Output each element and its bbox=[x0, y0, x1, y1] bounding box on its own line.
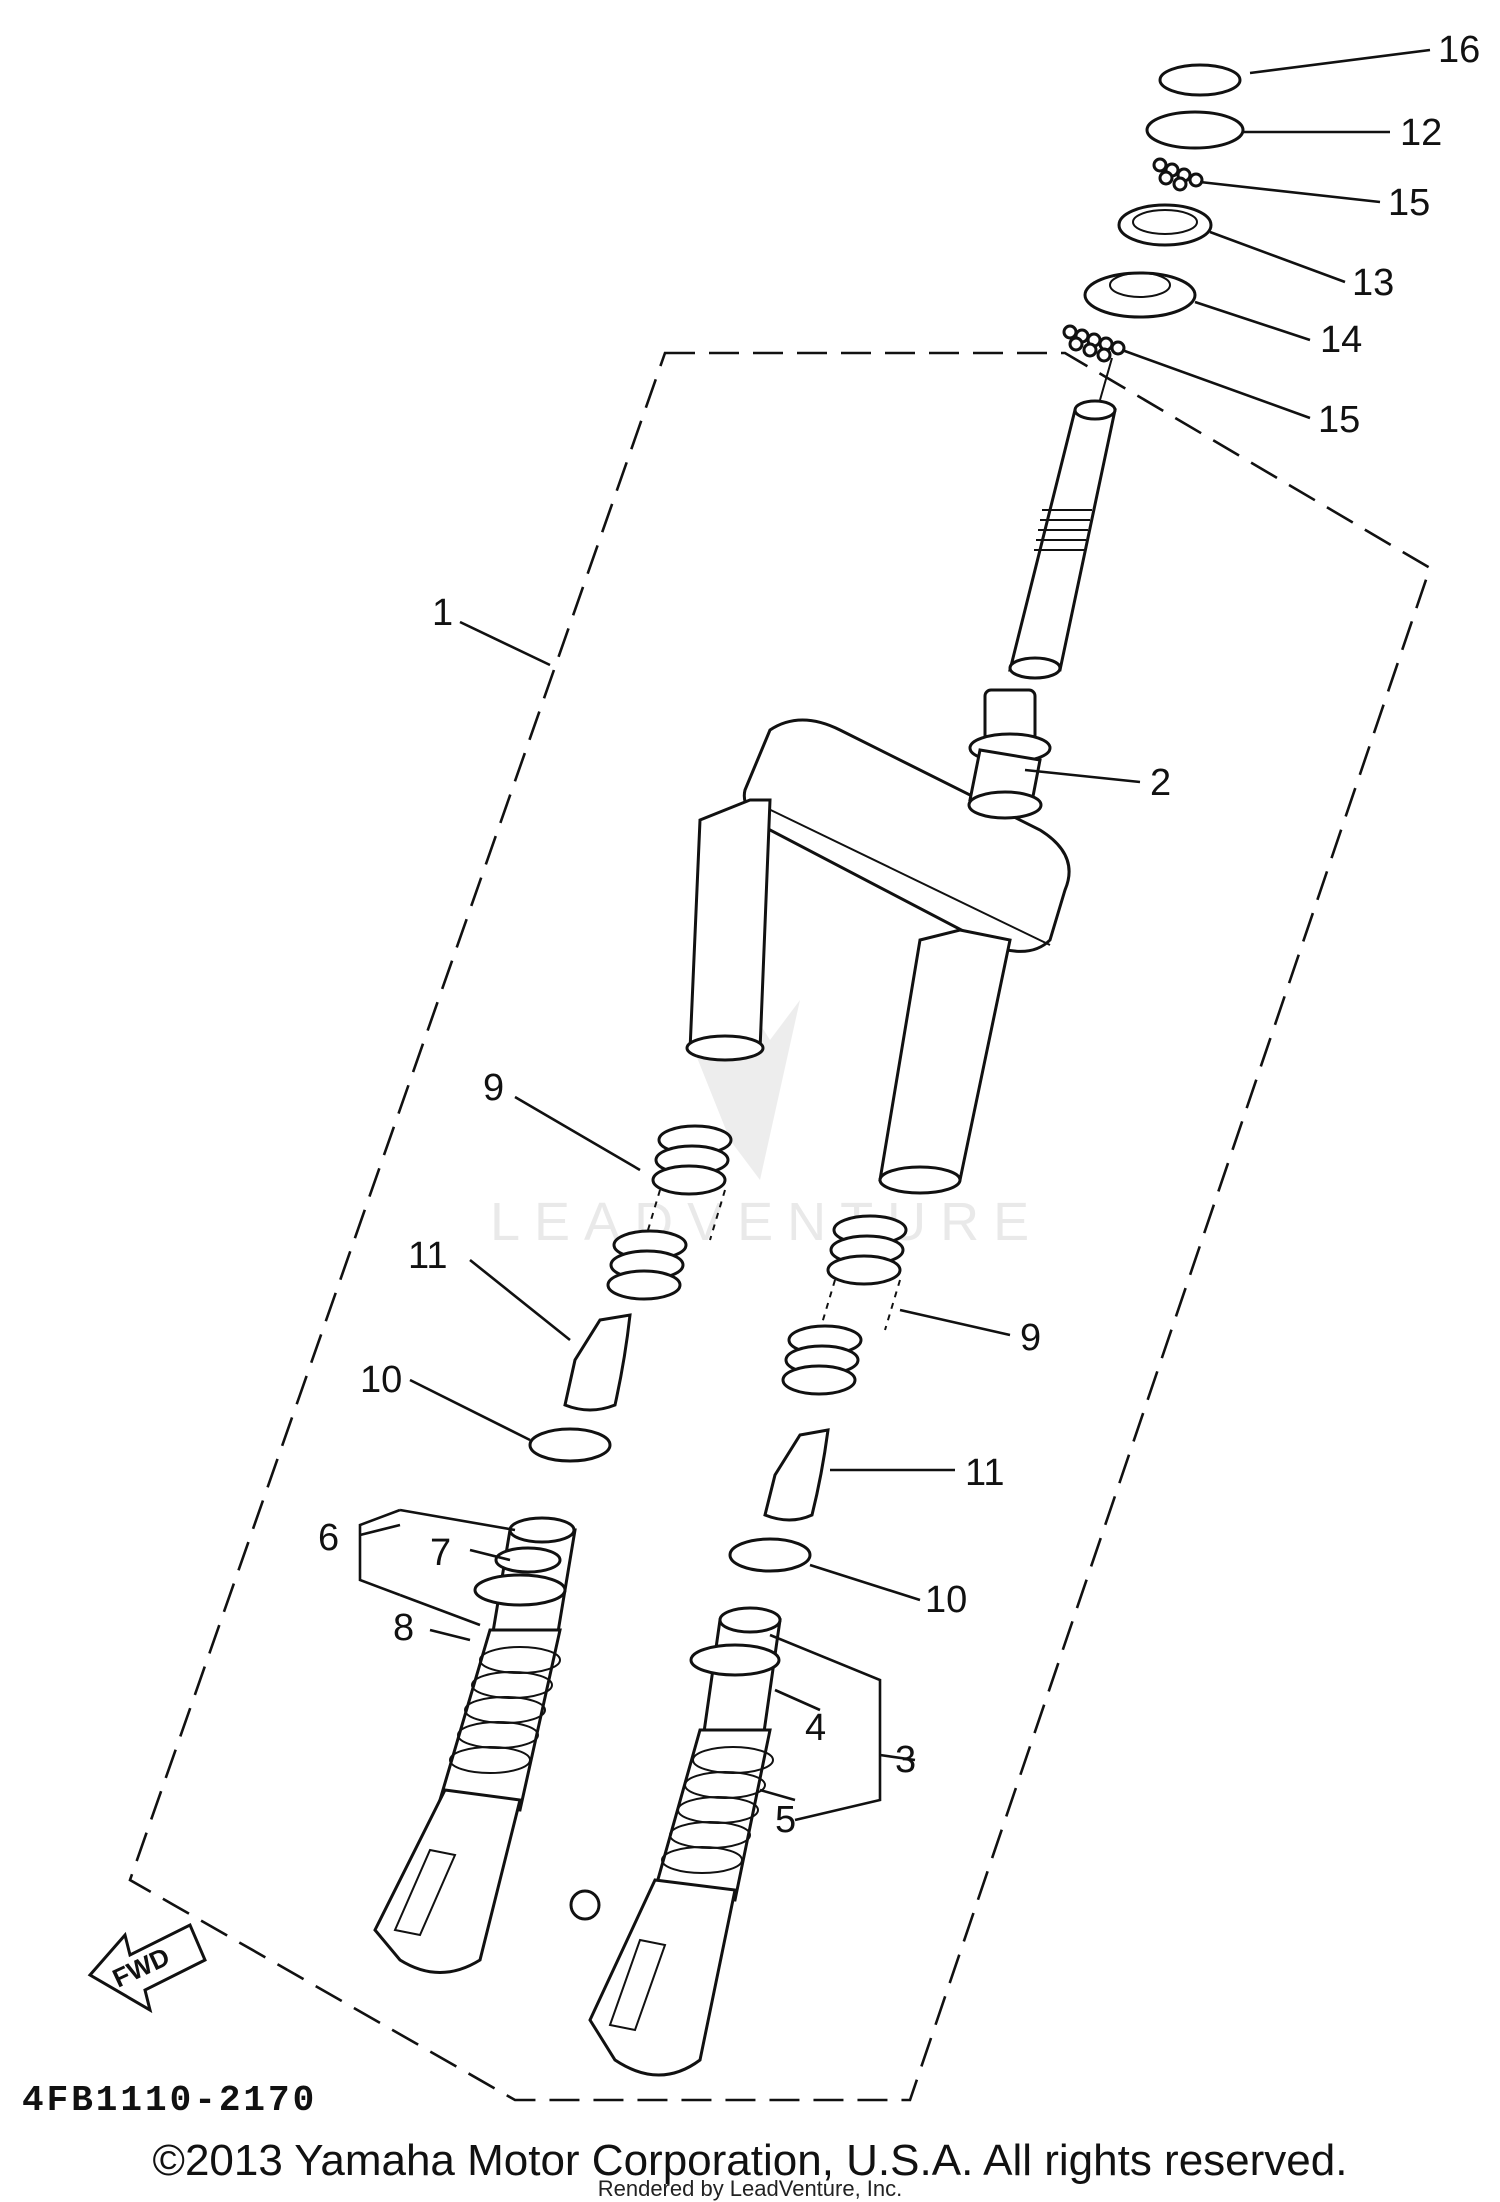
callout-12[interactable]: 12 bbox=[1400, 112, 1442, 154]
damper-right[interactable] bbox=[569, 1606, 782, 2077]
assembly-boundary bbox=[128, 351, 1432, 2102]
callout-4[interactable]: 4 bbox=[805, 1707, 826, 1749]
callout-11-left[interactable]: 11 bbox=[408, 1235, 447, 1277]
callout-16[interactable]: 16 bbox=[1438, 29, 1480, 71]
spacer-right[interactable] bbox=[763, 1428, 830, 1522]
lower-race-14[interactable] bbox=[1083, 271, 1197, 319]
callout-7[interactable]: 7 bbox=[430, 1532, 451, 1574]
callout-10-left[interactable]: 10 bbox=[360, 1359, 402, 1401]
fork-spring-left[interactable] bbox=[606, 1124, 733, 1301]
fork-bracket[interactable] bbox=[685, 688, 1071, 1195]
copyright-notice: ©2013 Yamaha Motor Corporation, U.S.A. A… bbox=[152, 2136, 1348, 2185]
rendered-by-notice: Rendered by LeadVenture, Inc. bbox=[597, 2176, 903, 2201]
fork-spring-right[interactable] bbox=[781, 1214, 908, 1396]
callout-15-lower[interactable]: 15 bbox=[1318, 399, 1360, 441]
callout-11-right[interactable]: 11 bbox=[965, 1452, 1004, 1494]
o-ring-left[interactable] bbox=[528, 1427, 612, 1463]
leader-lines bbox=[358, 48, 1431, 1822]
callout-10-right[interactable]: 10 bbox=[925, 1579, 967, 1621]
fwd-arrow: FWD bbox=[87, 1922, 207, 2014]
race-cover-12[interactable] bbox=[1145, 110, 1245, 150]
callouts: 16 12 15 13 14 15 1 2 9 9 11 11 10 10 6 … bbox=[318, 29, 1480, 1841]
watermark-text: LEADVENTURE bbox=[490, 1192, 1043, 1252]
o-ring-right[interactable] bbox=[728, 1537, 812, 1573]
callout-2[interactable]: 2 bbox=[1150, 762, 1171, 804]
callout-9-left[interactable]: 9 bbox=[483, 1067, 504, 1109]
callout-15-upper[interactable]: 15 bbox=[1388, 182, 1430, 224]
steering-stem[interactable] bbox=[1008, 399, 1117, 680]
spacer-left[interactable] bbox=[563, 1313, 632, 1412]
ball-bearing-15-upper[interactable] bbox=[1152, 157, 1204, 192]
callout-3[interactable]: 3 bbox=[895, 1739, 916, 1781]
diagram-code: 4FB1110-2170 bbox=[22, 2080, 318, 2121]
upper-race-13[interactable] bbox=[1117, 203, 1213, 247]
callout-5[interactable]: 5 bbox=[775, 1799, 796, 1841]
ring-nut-16[interactable] bbox=[1158, 63, 1242, 97]
callout-9-right[interactable]: 9 bbox=[1020, 1317, 1041, 1359]
ball-bearing-15-lower[interactable] bbox=[1062, 324, 1126, 363]
callout-6[interactable]: 6 bbox=[318, 1517, 339, 1559]
callout-14[interactable]: 14 bbox=[1320, 319, 1362, 361]
damper-left[interactable] bbox=[373, 1516, 577, 1974]
callout-8[interactable]: 8 bbox=[393, 1607, 414, 1649]
callout-1[interactable]: 1 bbox=[432, 592, 453, 634]
callout-13[interactable]: 13 bbox=[1352, 262, 1394, 304]
bearing-parts[interactable] bbox=[1062, 63, 1245, 401]
